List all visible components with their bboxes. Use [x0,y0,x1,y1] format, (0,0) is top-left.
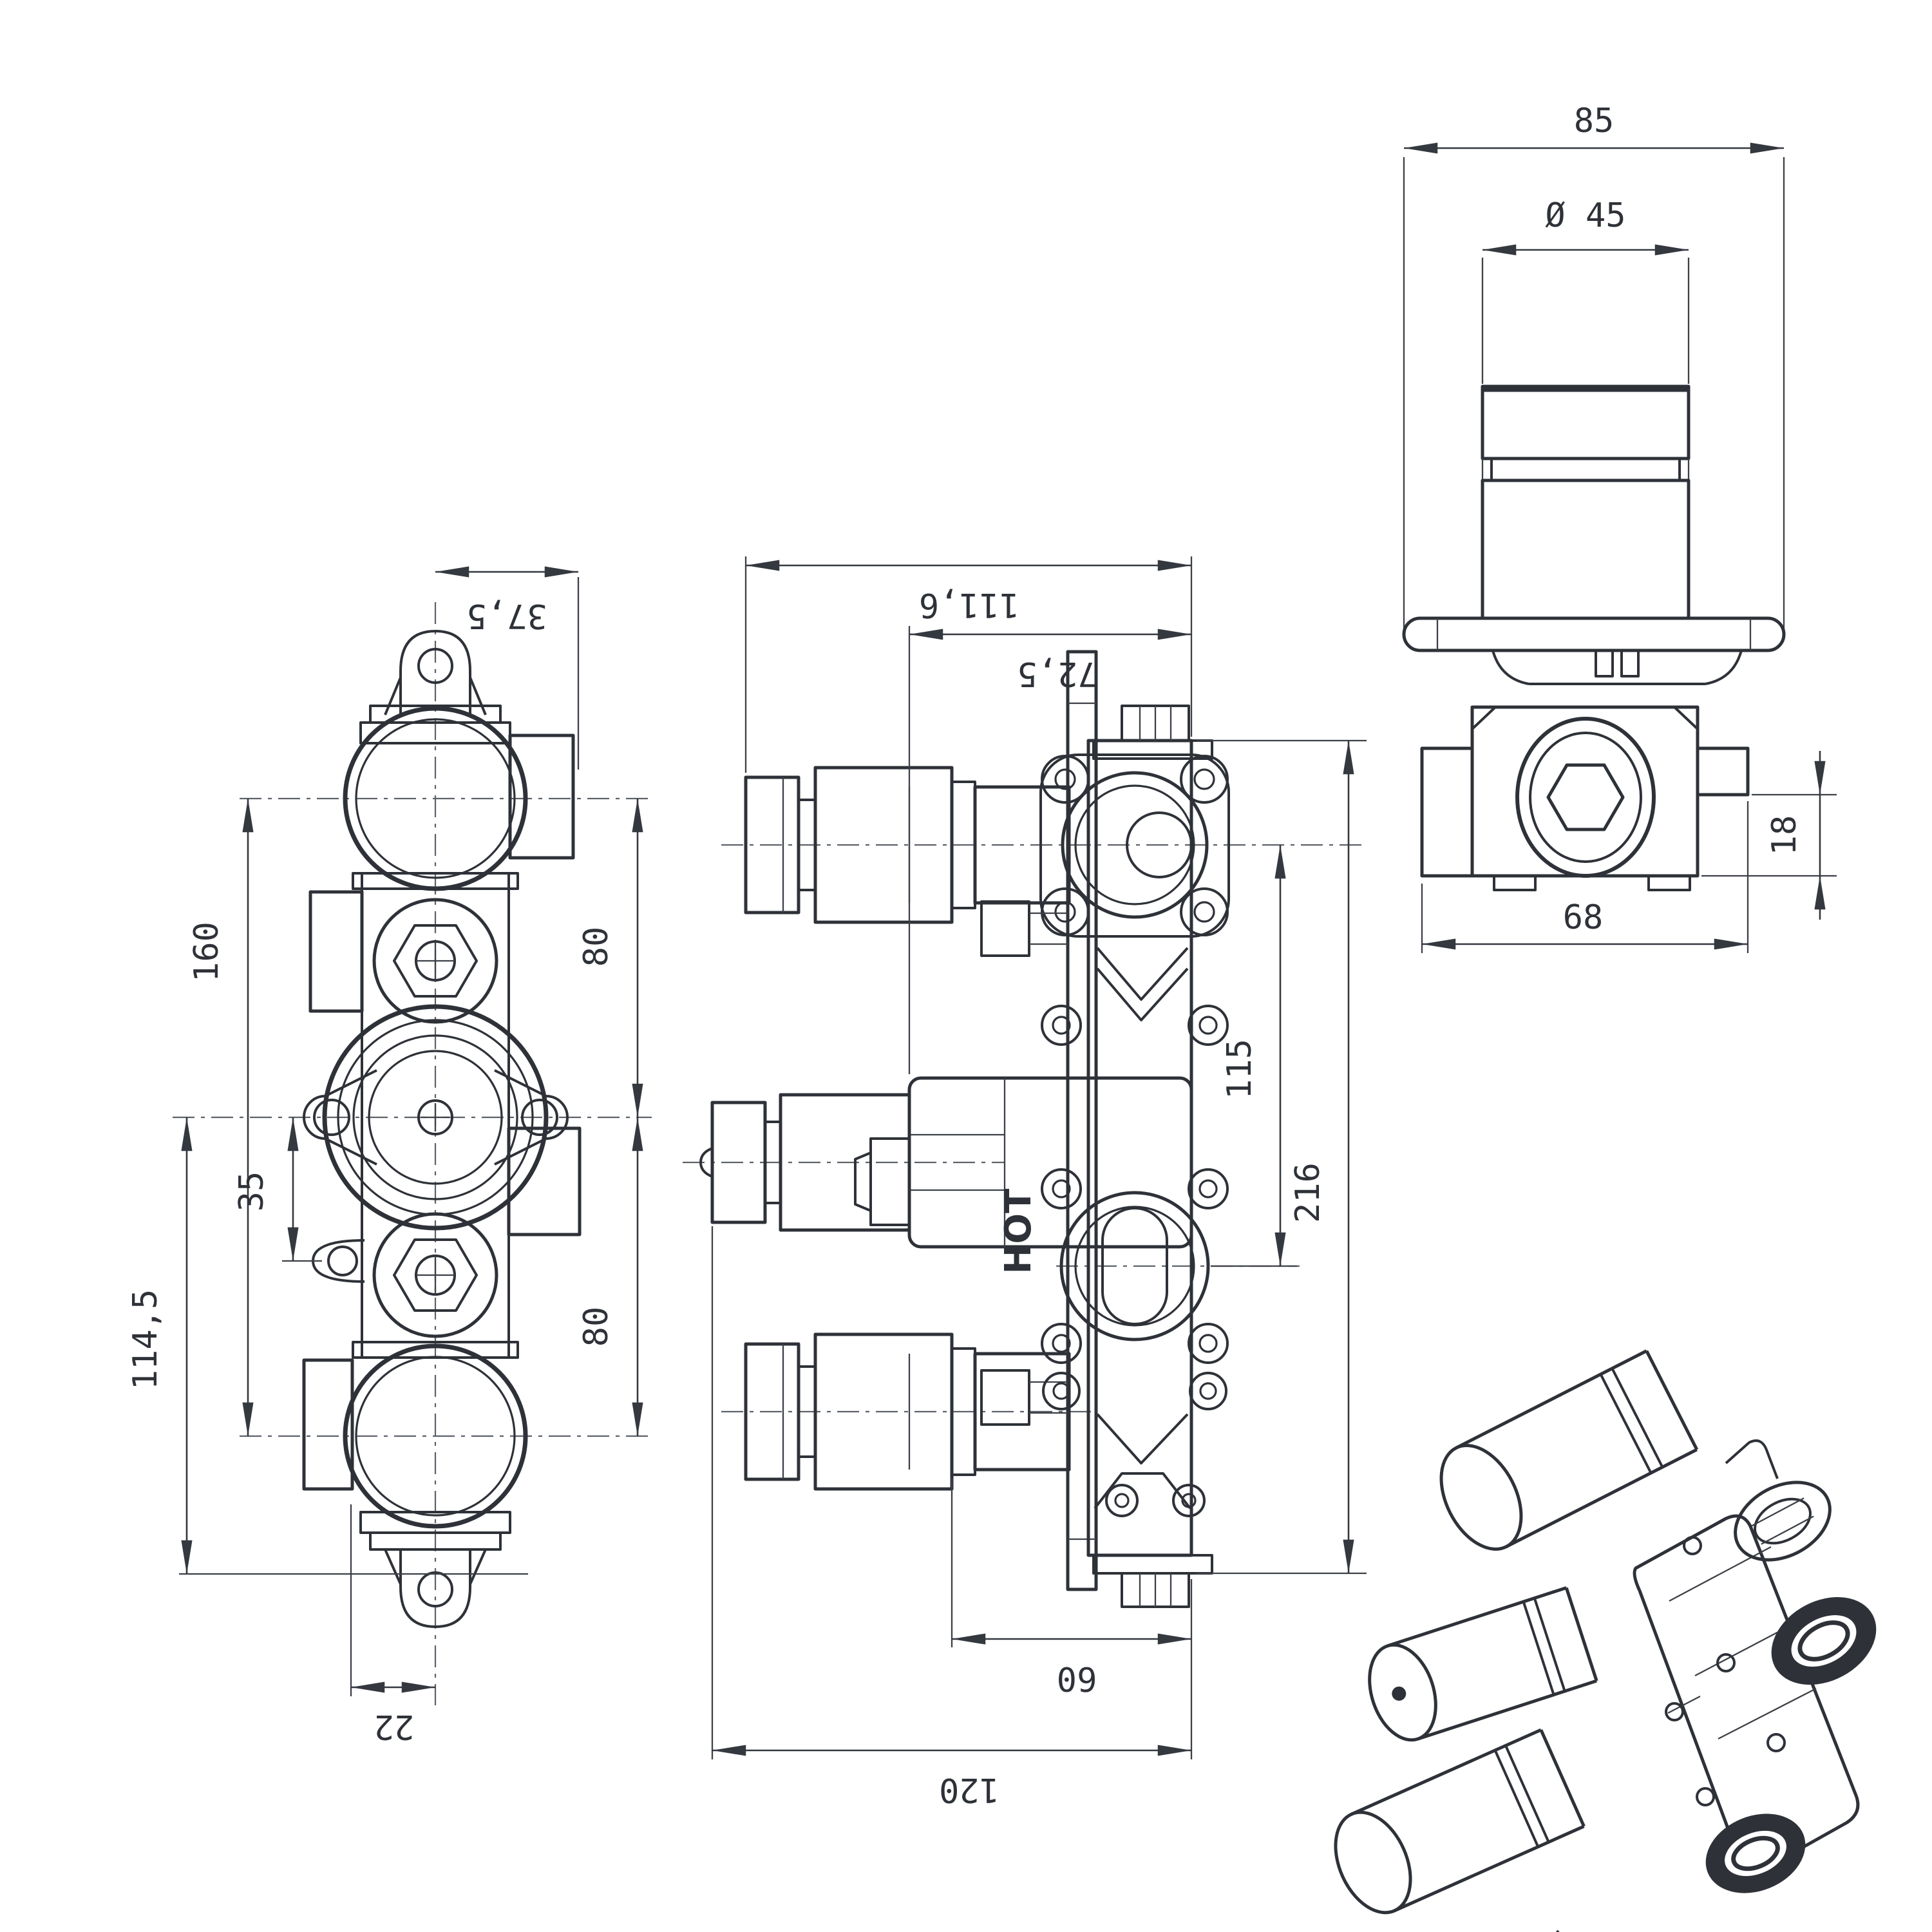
dim-side-top-width: 37,5 [466,596,547,635]
front-view: HOT 111,6 72,5 [683,556,1367,1809]
dim-side-overall-height: 160 [187,922,226,982]
dim-front-lower-width: 60 [1057,1659,1097,1698]
dim-top-port-depth: 18 [1765,815,1804,856]
dim-front-body-width: 72,5 [1017,654,1097,693]
dim-top-handle-diameter: Ø 45 [1545,196,1625,235]
dim-side-spacing-top: 80 [577,927,616,967]
dim-front-total-width: 120 [939,1770,999,1809]
hot-inlet-label: HOT [998,1189,1039,1274]
dim-top-body-width: 68 [1563,898,1604,937]
dim-top-plate-width: 85 [1574,102,1615,140]
dim-side-lower-height: 114,5 [126,1289,165,1390]
top-view: 85 Ø 45 18 [1402,102,1837,953]
dim-side-bottom-offset: 22 [374,1707,415,1746]
dim-side-spacing-bottom: 80 [577,1307,616,1347]
dim-front-overall-height: 216 [1289,1162,1327,1223]
dim-front-overall-width: 111,6 [919,585,1020,624]
dim-side-center-to-ear: 35 [232,1171,271,1212]
dim-front-port-spacing: 115 [1220,1039,1259,1099]
isometric-view [1334,1349,1877,1932]
side-view: 37,5 160 114,5 35 80 80 22 [126,566,652,1746]
